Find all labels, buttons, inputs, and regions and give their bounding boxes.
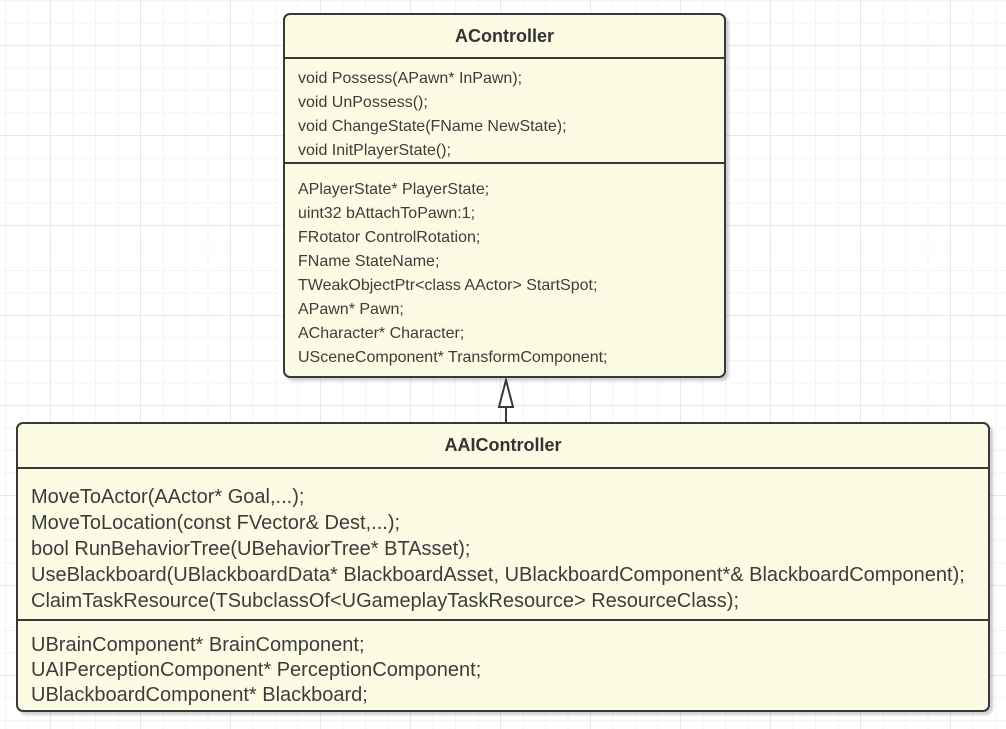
field-row: APawn* Pawn; [298, 301, 404, 318]
field-row: ACharacter* Character; [298, 325, 465, 342]
method-row: UseBlackboard(UBlackboardData* Blackboar… [31, 564, 965, 586]
method-row: void InitPlayerState(); [298, 142, 451, 159]
class-title-acontroller: AController [285, 15, 724, 59]
field-row: TWeakObjectPtr<class AActor> StartSpot; [298, 277, 598, 294]
method-row: MoveToLocation(const FVector& Dest,...); [31, 512, 401, 534]
method-row: ClaimTaskResource(TSubclassOf<UGameplayT… [31, 590, 740, 612]
method-row: bool RunBehaviorTree(UBehaviorTree* BTAs… [31, 538, 471, 560]
class-box-aaicontroller[interactable]: AAIController MoveToActor(AActor* Goal,.… [16, 422, 990, 712]
method-row: void ChangeState(FName NewState); [298, 118, 567, 135]
field-row: UBrainComponent* BrainComponent; [31, 634, 365, 656]
method-row: void Possess(APawn* InPawn); [298, 70, 523, 87]
acontroller-methods-section: void Possess(APawn* InPawn); void UnPoss… [285, 59, 724, 164]
field-row: UAIPerceptionComponent* PerceptionCompon… [31, 659, 482, 681]
field-row: APlayerState* PlayerState; [298, 181, 490, 198]
inheritance-arrow[interactable] [491, 376, 521, 424]
method-row: void UnPossess(); [298, 94, 428, 111]
arrow-head-hollow-triangle [497, 376, 515, 408]
field-row: uint32 bAttachToPawn:1; [298, 205, 476, 222]
aaicontroller-methods-section: MoveToActor(AActor* Goal,...); MoveToLoc… [18, 469, 988, 621]
field-row: UBlackboardComponent* Blackboard; [31, 684, 368, 706]
class-box-acontroller[interactable]: AController void Possess(APawn* InPawn);… [283, 13, 726, 378]
aaicontroller-fields-section: UBrainComponent* BrainComponent; UAIPerc… [18, 621, 988, 710]
field-row: FName StateName; [298, 253, 440, 270]
field-row: USceneComponent* TransformComponent; [298, 349, 608, 366]
method-row: MoveToActor(AActor* Goal,...); [31, 486, 305, 508]
class-title-aaicontroller: AAIController [18, 424, 988, 469]
field-row: FRotator ControlRotation; [298, 229, 481, 246]
acontroller-fields-section: APlayerState* PlayerState; uint32 bAttac… [285, 164, 724, 376]
